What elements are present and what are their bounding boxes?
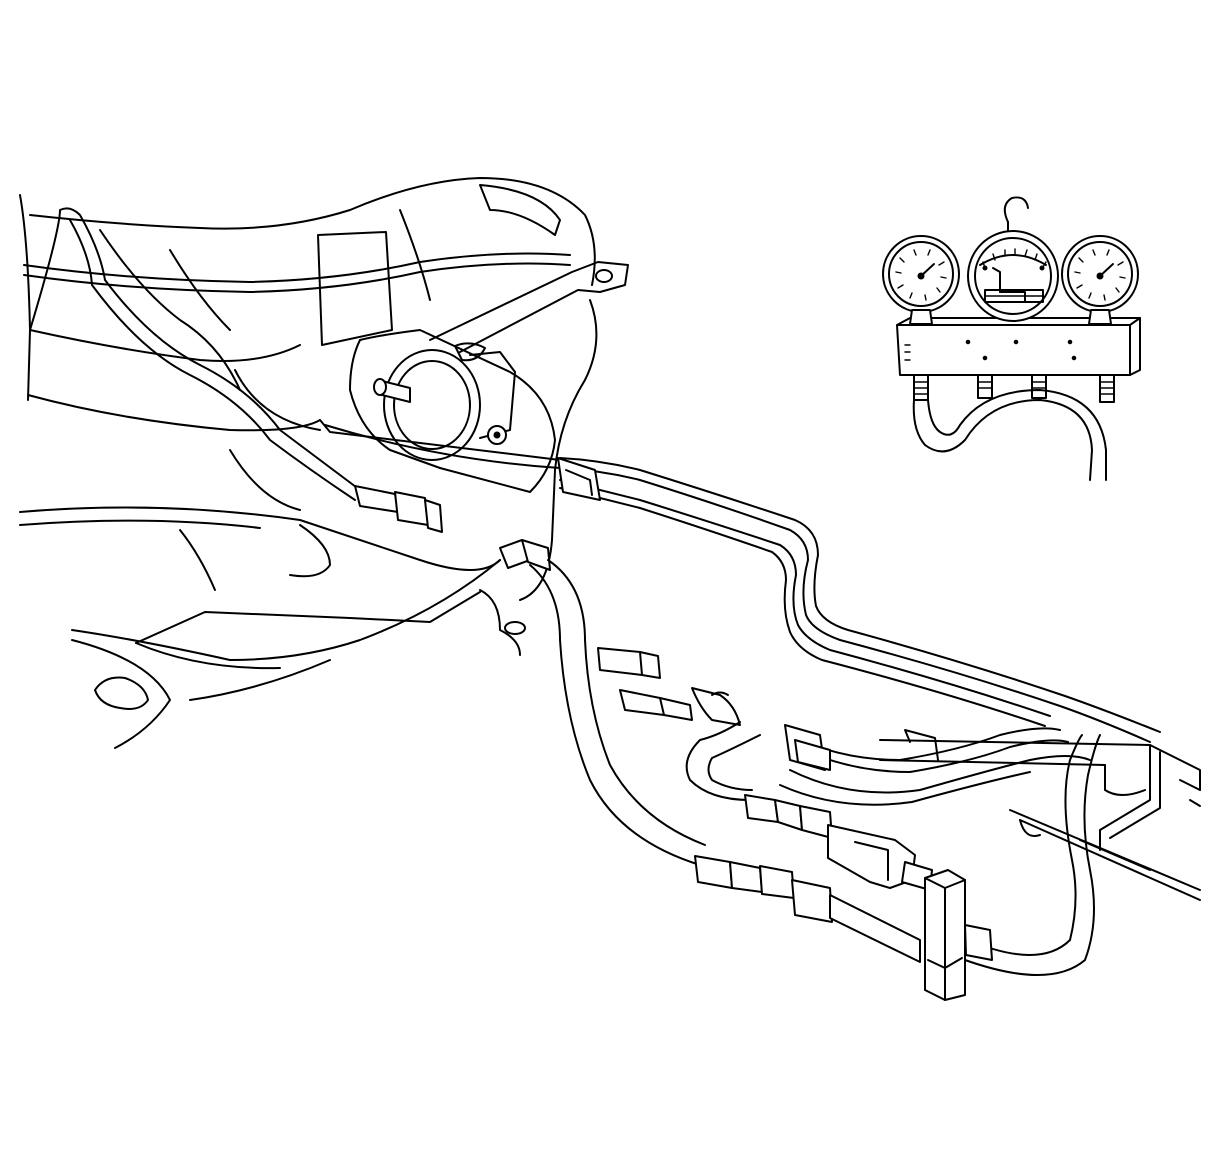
- mounting-bracket: [319, 261, 629, 461]
- line-fittings: [694, 794, 933, 963]
- adapter-hoses: [529, 559, 1101, 976]
- underbody-panel: [19, 506, 526, 749]
- frame-rail: [879, 729, 1201, 901]
- vacuum-gauge-center: [967, 196, 1059, 322]
- tee-fitting: [924, 869, 993, 1001]
- fuel-tank: [19, 177, 598, 601]
- pressure-gauge-right: [1061, 235, 1139, 325]
- fuel-filter: [349, 329, 556, 493]
- gauge-manifold: [896, 317, 1141, 481]
- fuel-lines: [324, 424, 1161, 806]
- pressure-gauge-left: [882, 235, 960, 325]
- quick-connect-fittings: [29, 207, 741, 726]
